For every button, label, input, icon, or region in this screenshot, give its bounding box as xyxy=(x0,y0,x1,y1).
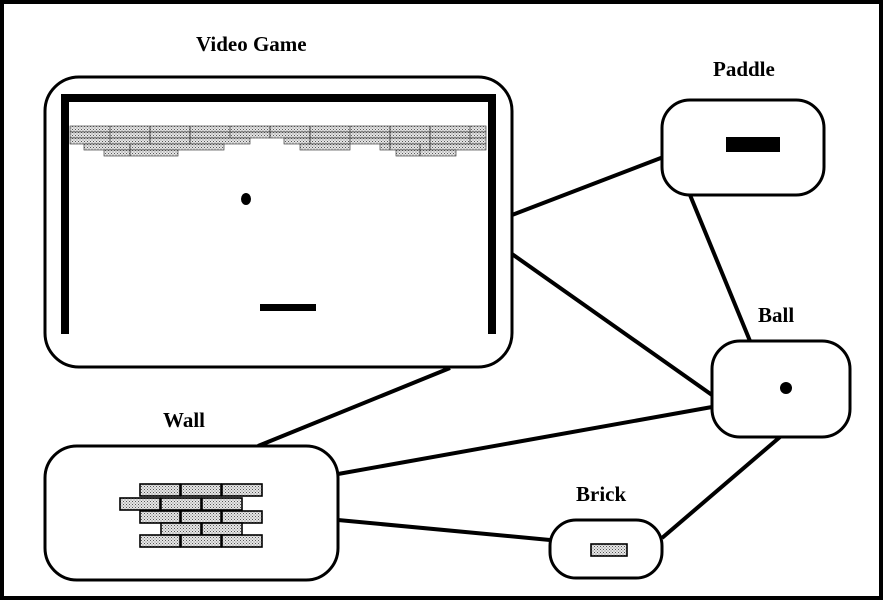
label-video-game: Video Game xyxy=(196,32,307,56)
label-ball: Ball xyxy=(758,303,795,327)
paddle-icon xyxy=(726,137,780,152)
edge-videogame-wall xyxy=(257,366,451,448)
wall-bricks xyxy=(119,483,263,548)
game-ball xyxy=(241,193,251,205)
edge-wall-brick xyxy=(337,518,551,542)
node-wall xyxy=(43,444,340,582)
edge-wall-ball xyxy=(337,405,713,476)
game-paddle xyxy=(260,304,316,311)
node-brick xyxy=(548,518,664,580)
game-right-wall xyxy=(488,94,496,334)
video-game-box xyxy=(43,75,514,369)
node-ball xyxy=(710,339,852,439)
edge-videogame-paddle xyxy=(511,154,667,217)
game-left-wall xyxy=(61,94,69,334)
label-brick: Brick xyxy=(576,482,627,506)
brick-icon xyxy=(590,543,628,557)
ball-icon xyxy=(780,382,792,394)
edge-paddle-ball xyxy=(688,194,752,342)
node-paddle xyxy=(660,98,826,197)
label-wall: Wall xyxy=(163,408,206,432)
label-paddle: Paddle xyxy=(713,57,775,81)
game-bricks xyxy=(69,125,487,157)
game-brick-seams xyxy=(109,126,471,156)
edge-brick-ball xyxy=(660,435,782,540)
edges xyxy=(257,154,782,542)
node-video-game xyxy=(43,75,514,369)
edge-videogame-ball xyxy=(510,252,714,397)
game-top-wall xyxy=(61,94,496,102)
